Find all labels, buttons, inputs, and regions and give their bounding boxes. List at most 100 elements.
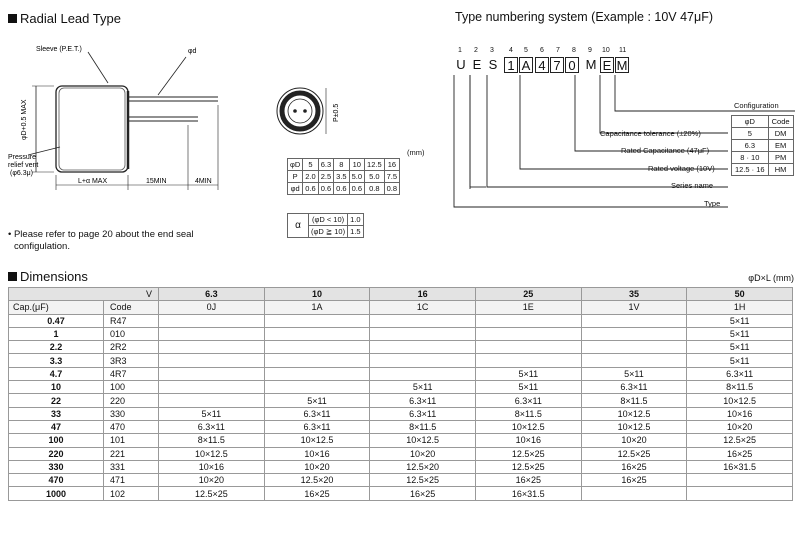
- capacitance-cell: 1: [8, 326, 104, 342]
- configuration-row: 6.3 EM: [731, 139, 794, 152]
- size-cell: 8×11.5: [580, 393, 688, 408]
- size-cell: 5×11: [158, 406, 265, 421]
- pitch-label: P±0.5: [333, 104, 340, 122]
- tolerance-label: Capacitance tolerance (±20%): [600, 129, 701, 138]
- size-cell: 5×11: [686, 326, 793, 342]
- size-cell: 16×25: [369, 486, 476, 501]
- rated-capacitance-label: Rated Capacitance (47μF): [621, 146, 710, 155]
- size-cell: [263, 366, 371, 382]
- size-cell: 16×25: [263, 486, 371, 501]
- size-cell: 12.5×20: [263, 473, 371, 488]
- lead-spec-table: φD 5 6.3 8 10 12.5 16 P 2.0 2.5 3.5 5.0 …: [286, 158, 401, 195]
- size-cell: 10×20: [580, 433, 688, 448]
- size-cell: 8×11.5: [158, 433, 265, 448]
- size-cell: 8×11.5: [474, 406, 582, 421]
- size-cell: [474, 326, 582, 342]
- end-view-drawing: P±0.5: [276, 87, 340, 135]
- type-numbering-title: Type numbering system (Example : 10V 47μ…: [455, 10, 714, 24]
- radial-section-title: Radial Lead Type: [8, 11, 121, 26]
- size-cell: 5×11: [369, 380, 476, 395]
- code-cell: 3R3: [102, 353, 160, 368]
- pressure-vent-label-1: Pressure: [8, 154, 36, 161]
- configuration-label: Configuration: [734, 101, 779, 110]
- capacitance-cell: 3.3: [8, 353, 104, 368]
- code-cell: 330: [102, 406, 160, 421]
- end-seal-note: • Please refer to page 20 about the end …: [8, 229, 194, 252]
- size-cell: [263, 326, 371, 342]
- size-cell: [580, 486, 688, 501]
- type-connector-lines: [453, 75, 795, 208]
- series-name-label: Series name: [671, 181, 714, 190]
- size-cell: 16×25: [580, 459, 688, 475]
- size-cell: 10×12.5: [686, 393, 793, 408]
- size-cell: 12.5×25: [474, 446, 582, 461]
- size-cell: 6.3×11: [580, 380, 688, 395]
- code-cell: 4R7: [102, 366, 160, 382]
- size-cell: 5×11: [686, 313, 793, 328]
- size-cell: [474, 353, 582, 368]
- capacitance-cell: 22: [8, 393, 104, 408]
- size-cell: 5×11: [474, 366, 582, 382]
- configuration-row: 12.5 · 16 HM: [731, 163, 794, 176]
- size-cell: [580, 326, 688, 342]
- capacitance-cell: 4.7: [8, 366, 104, 382]
- capacitance-cell: 0.47: [8, 313, 104, 328]
- lead-spec-row: φD 5 6.3 8 10 12.5 16: [286, 158, 401, 171]
- square-bullet-icon: [8, 272, 17, 281]
- size-cell: [263, 340, 371, 355]
- size-cell: [580, 340, 688, 355]
- configuration-row: 8 · 10 PM: [731, 151, 794, 164]
- size-cell: 16×25: [580, 473, 688, 488]
- size-cell: [263, 313, 371, 328]
- code-cell: 471: [102, 473, 160, 488]
- code-cell: 331: [102, 459, 160, 475]
- size-cell: [158, 313, 265, 328]
- capacitance-cell: 2.2: [8, 340, 104, 355]
- size-cell: 6.3×11: [369, 406, 476, 421]
- size-cell: 12.5×25: [686, 433, 793, 448]
- capacitance-cell: 220: [8, 446, 104, 461]
- size-cell: 6.3×11: [263, 406, 371, 421]
- size-cell: 10×20: [263, 459, 371, 475]
- capacitor-drawing: Sleeve (P.E.T.) φd φD+0.5 MAX Pressure r…: [8, 46, 219, 190]
- size-cell: [369, 340, 476, 355]
- size-cell: 10×16: [158, 459, 265, 475]
- code-header-row: Cap.(μF) Code 0J 1A 1C 1E 1V 1H: [8, 300, 793, 315]
- size-cell: 5×11: [263, 393, 371, 408]
- size-cell: 10×16: [474, 433, 582, 448]
- sleeve-label: Sleeve (P.E.T.): [36, 46, 82, 53]
- size-cell: [369, 313, 476, 328]
- size-cell: [369, 366, 476, 382]
- capacitance-cell: 10: [8, 380, 104, 395]
- size-cell: 10×20: [369, 446, 476, 461]
- corner-cap-label: Cap.(μF): [8, 300, 104, 315]
- code-cell: 470: [102, 419, 160, 435]
- alpha-table: α (φD < 10) 1.0 (φD ≧ 10) 1.5: [287, 213, 364, 238]
- size-cell: [369, 326, 476, 342]
- size-cell: 6.3×11: [158, 419, 265, 435]
- size-cell: 12.5×25: [158, 486, 265, 501]
- diameter-label: φD+0.5 MAX: [21, 99, 28, 140]
- size-cell: 5×11: [580, 366, 688, 382]
- dimensions-section-title: Dimensions: [8, 269, 88, 284]
- size-cell: 16×25: [686, 446, 793, 461]
- length-label: L+α MAX: [78, 178, 107, 185]
- size-cell: [580, 313, 688, 328]
- code-cell: 010: [102, 326, 160, 342]
- dimensions-unit: φD×L (mm): [748, 273, 794, 283]
- size-cell: 6.3×11: [263, 419, 371, 435]
- code-cell: 102: [102, 486, 160, 501]
- size-cell: [686, 473, 793, 488]
- size-cell: [686, 486, 793, 501]
- capacitance-cell: 470: [8, 473, 104, 488]
- size-cell: [158, 393, 265, 408]
- size-cell: 10×12.5: [263, 433, 371, 448]
